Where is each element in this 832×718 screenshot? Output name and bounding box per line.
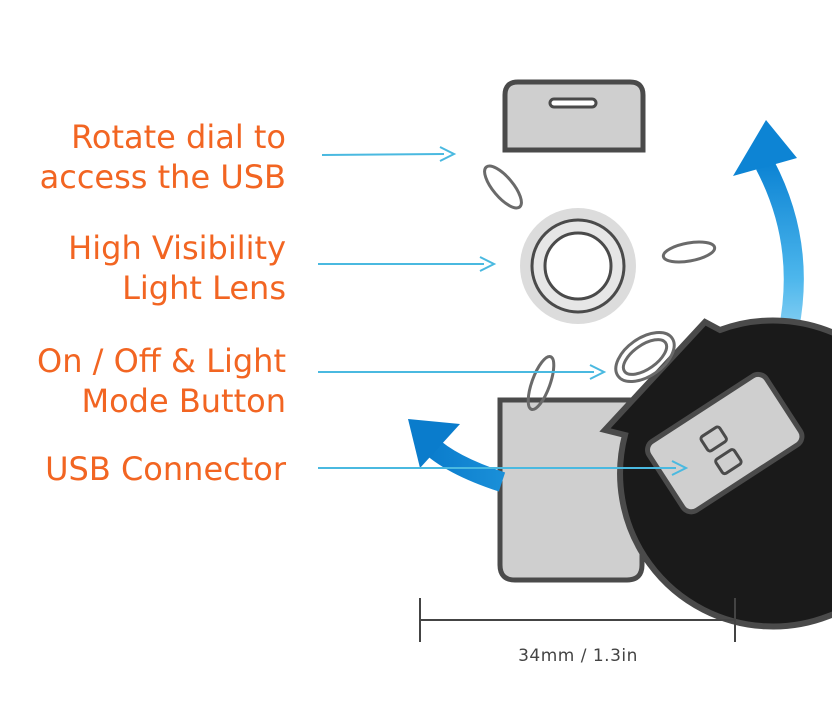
callout-arrow-lens [318,256,497,272]
callout-lens-line1: High Visibility [68,229,286,267]
callout-light-lens: High Visibility Light Lens [68,228,286,308]
callout-button-line1: On / Off & Light [37,342,286,380]
mode-button [614,330,676,384]
clip-bottom [497,397,645,583]
callout-mode-button: On / Off & Light Mode Button [37,341,286,421]
clip-slot [548,97,598,109]
callout-usb-connector: USB Connector [45,449,286,489]
callout-rotate-line1: Rotate dial to [71,118,286,156]
grip-ridge-2 [661,240,717,264]
callout-usb-line1: USB Connector [45,450,286,488]
clip-top [502,79,646,153]
callout-rotate-line2: access the USB [39,158,286,196]
callout-arrow-rotate [321,146,457,162]
dimension-line [419,598,736,642]
usb-connector [645,371,805,515]
grip-ridge-3 [526,355,556,411]
callout-rotate-dial: Rotate dial to access the USB [40,117,286,197]
rotate-arrow-left [408,419,506,492]
dimension-label: 34mm / 1.3in [518,646,638,666]
callout-arrow-usb [318,460,689,476]
grip-ridge-1 [483,164,523,210]
callout-arrow-button [318,364,607,380]
callout-lens-line2: Light Lens [122,269,286,307]
callout-button-line2: Mode Button [81,382,286,420]
light-lens [498,186,658,346]
